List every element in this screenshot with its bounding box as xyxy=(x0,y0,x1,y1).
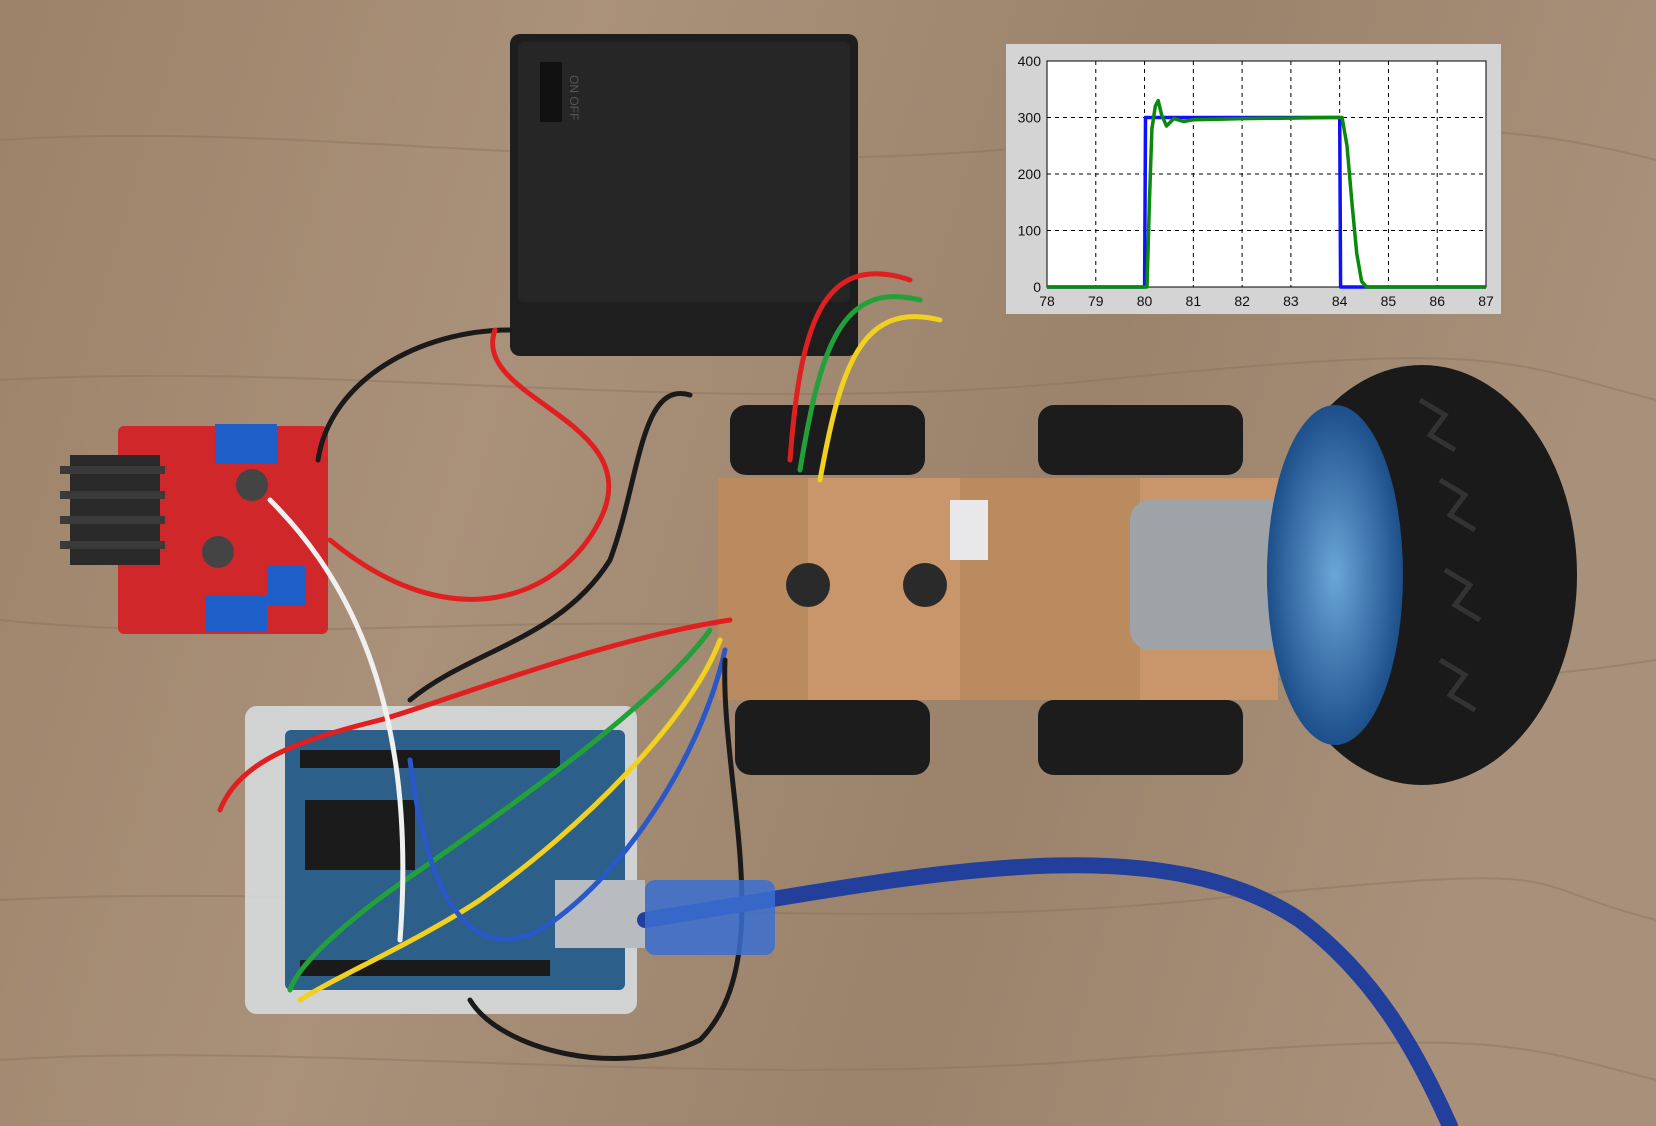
y-tick-label: 100 xyxy=(1018,223,1042,239)
plot-series xyxy=(1047,98,1486,289)
measured-series-line xyxy=(1047,98,1486,289)
response-plot: 0 100 200 300 400 78 79 80 81 82 83 84 85 86 87 xyxy=(1006,44,1501,314)
y-tick-label: 300 xyxy=(1018,110,1042,126)
wheel xyxy=(1267,365,1577,785)
svg-text:ON OFF: ON OFF xyxy=(567,75,581,120)
x-tick-label: 87 xyxy=(1478,293,1494,309)
battery-holder: ON OFF xyxy=(510,34,858,356)
y-tick-label: 200 xyxy=(1018,166,1042,182)
x-tick-label: 82 xyxy=(1234,293,1250,309)
x-tick-label: 81 xyxy=(1186,293,1202,309)
x-axis-ticks: 78 79 80 81 82 83 84 85 86 87 xyxy=(1039,293,1494,309)
motor-driver-board xyxy=(60,424,328,634)
x-tick-label: 84 xyxy=(1332,293,1348,309)
x-tick-label: 78 xyxy=(1039,293,1055,309)
y-tick-label: 400 xyxy=(1018,53,1042,69)
wires xyxy=(217,271,943,1061)
x-tick-label: 83 xyxy=(1283,293,1299,309)
x-tick-label: 86 xyxy=(1429,293,1445,309)
y-tick-label: 0 xyxy=(1033,279,1041,295)
usb-cable xyxy=(637,857,1458,1126)
y-axis-ticks: 0 100 200 300 400 xyxy=(1018,53,1042,295)
x-tick-label: 80 xyxy=(1137,293,1153,309)
x-tick-label: 85 xyxy=(1381,293,1397,309)
x-tick-label: 79 xyxy=(1088,293,1104,309)
